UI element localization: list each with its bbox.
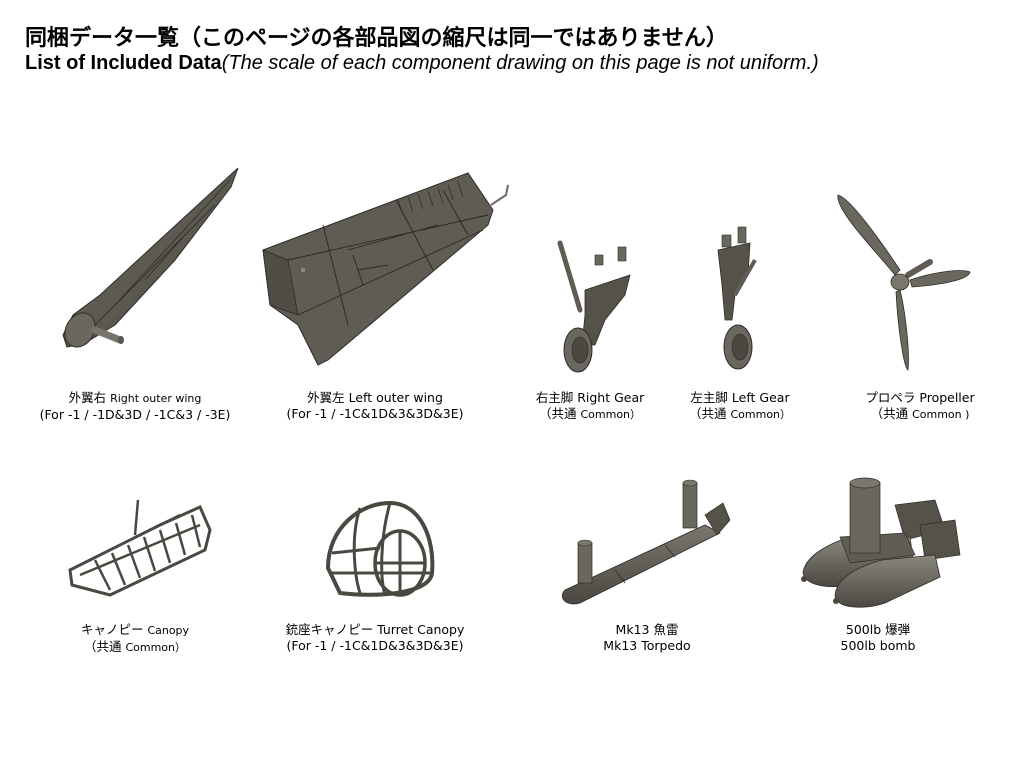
bomb-drawing bbox=[795, 475, 965, 615]
canopy-icon bbox=[68, 499, 212, 597]
caption-line2: （共通 Common ) bbox=[870, 406, 970, 421]
torpedo-caption: Mk13 魚雷 Mk13 Torpedo bbox=[603, 622, 690, 654]
right-outer-wing-drawing bbox=[55, 165, 245, 350]
turret-canopy-drawing bbox=[320, 498, 440, 603]
left-outer-wing-icon bbox=[262, 172, 509, 366]
caption-line1: 銃座キャノピー Turret Canopy bbox=[285, 622, 465, 637]
bomb-caption: 500lb 爆弾 500lb bomb bbox=[841, 622, 916, 654]
right-gear-drawing bbox=[550, 235, 645, 375]
page-title-english: List of Included Data(The scale of each … bbox=[25, 52, 819, 75]
right-outer-wing-icon bbox=[62, 167, 239, 348]
caption-line2: (For -1 / -1C&1D&3&3D&3E) bbox=[286, 638, 464, 653]
propeller-caption: プロペラ Propeller （共通 Common ) bbox=[865, 390, 974, 423]
caption-line2: (For -1 / -1D&3D / -1C&3 / -3E) bbox=[39, 407, 231, 422]
caption-line1: 左主脚 Left Gear bbox=[690, 390, 790, 405]
torpedo-icon bbox=[561, 479, 731, 605]
left-outer-wing-caption: 外翼左 Left outer wing (For -1 / -1C&1D&3&3… bbox=[286, 390, 463, 422]
propeller-icon bbox=[837, 194, 971, 371]
caption-line1: 右主脚 Right Gear bbox=[535, 390, 645, 405]
caption-line1: 外翼右 Right outer wing bbox=[68, 390, 202, 405]
left-gear-caption: 左主脚 Left Gear （共通 Common） bbox=[689, 390, 791, 423]
torpedo-drawing bbox=[555, 475, 745, 615]
caption-line2: （共通 Common） bbox=[538, 406, 642, 421]
title-english-italic: (The scale of each component drawing on … bbox=[221, 52, 819, 74]
caption-line2: （共通 Common） bbox=[688, 406, 792, 421]
caption-line2: 500lb bomb bbox=[840, 638, 916, 653]
bomb-icon bbox=[801, 477, 961, 608]
right-outer-wing-caption: 外翼右 Right outer wing (For -1 / -1D&3D / … bbox=[40, 390, 231, 423]
title-english-bold: List of Included Data bbox=[25, 52, 222, 74]
propeller-drawing bbox=[830, 190, 980, 375]
left-outer-wing-drawing bbox=[258, 165, 523, 370]
caption-line1: Mk13 魚雷 bbox=[615, 622, 679, 637]
turret-canopy-caption: 銃座キャノピー Turret Canopy (For -1 / -1C&1D&3… bbox=[286, 622, 465, 654]
caption-line2: （共通 Common） bbox=[83, 639, 187, 654]
canopy-drawing bbox=[60, 495, 215, 600]
caption-line1: キャノピー Canopy bbox=[80, 622, 190, 637]
page-title-japanese: 同梱データ一覧（このページの各部品図の縮尺は同一ではありません） bbox=[25, 26, 728, 51]
left-gear-drawing bbox=[710, 225, 780, 375]
caption-line1: 外翼左 Left outer wing bbox=[307, 390, 443, 405]
canopy-caption: キャノピー Canopy （共通 Common） bbox=[81, 622, 189, 656]
caption-line1: 500lb 爆弾 bbox=[845, 622, 911, 637]
turret-canopy-icon bbox=[325, 500, 435, 597]
right-gear-caption: 右主脚 Right Gear （共通 Common） bbox=[536, 390, 645, 423]
right-gear-icon bbox=[557, 240, 631, 373]
caption-line2: Mk13 Torpedo bbox=[603, 638, 691, 653]
caption-line2: (For -1 / -1C&1D&3&3D&3E) bbox=[286, 406, 464, 421]
caption-line1: プロペラ Propeller bbox=[865, 390, 975, 405]
left-gear-icon bbox=[717, 226, 757, 370]
